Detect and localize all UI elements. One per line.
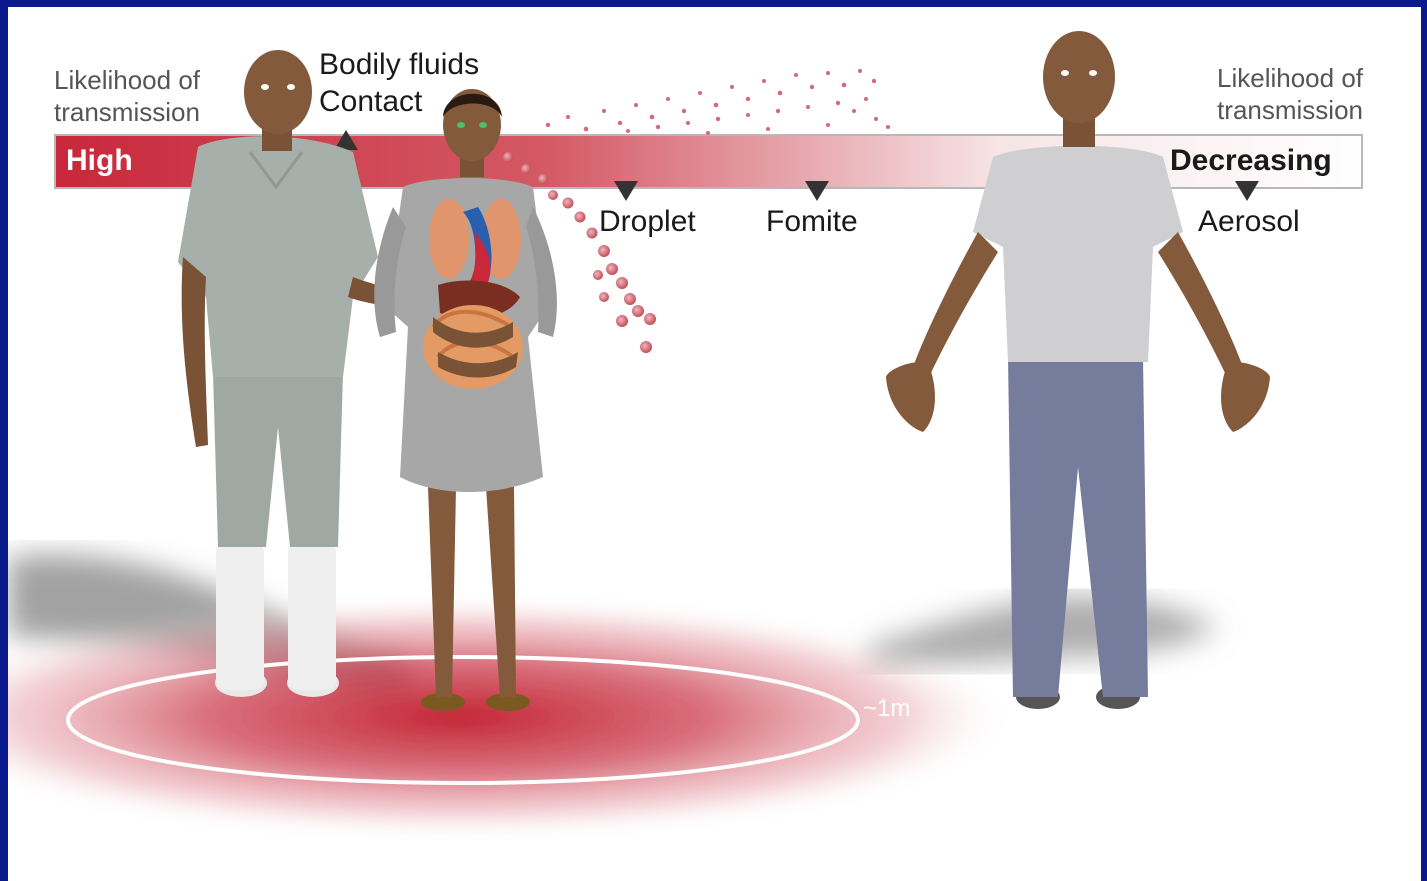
aerosol-pointer-icon bbox=[1235, 181, 1259, 201]
right-likelihood-label: Likelihood of transmission bbox=[1148, 62, 1363, 126]
contact-label: Contact bbox=[319, 85, 422, 119]
droplet-pointer-icon bbox=[614, 181, 638, 201]
left-likelihood-label: Likelihood of transmission bbox=[54, 64, 254, 128]
diagram-canvas bbox=[8, 7, 1421, 881]
bar-start-label: High bbox=[66, 144, 133, 178]
diagram-panel: Likelihood of transmission Likelihood of… bbox=[8, 7, 1421, 881]
droplet-label: Droplet bbox=[599, 205, 696, 239]
distance-label: ~1m bbox=[863, 695, 910, 723]
fomite-label: Fomite bbox=[766, 205, 858, 239]
aerosol-label: Aerosol bbox=[1198, 205, 1300, 239]
aerosol-particles bbox=[546, 69, 890, 135]
fomite-pointer-icon bbox=[805, 181, 829, 201]
bodily-fluids-label: Bodily fluids bbox=[319, 48, 479, 82]
bar-end-label: Decreasing bbox=[1170, 144, 1332, 178]
